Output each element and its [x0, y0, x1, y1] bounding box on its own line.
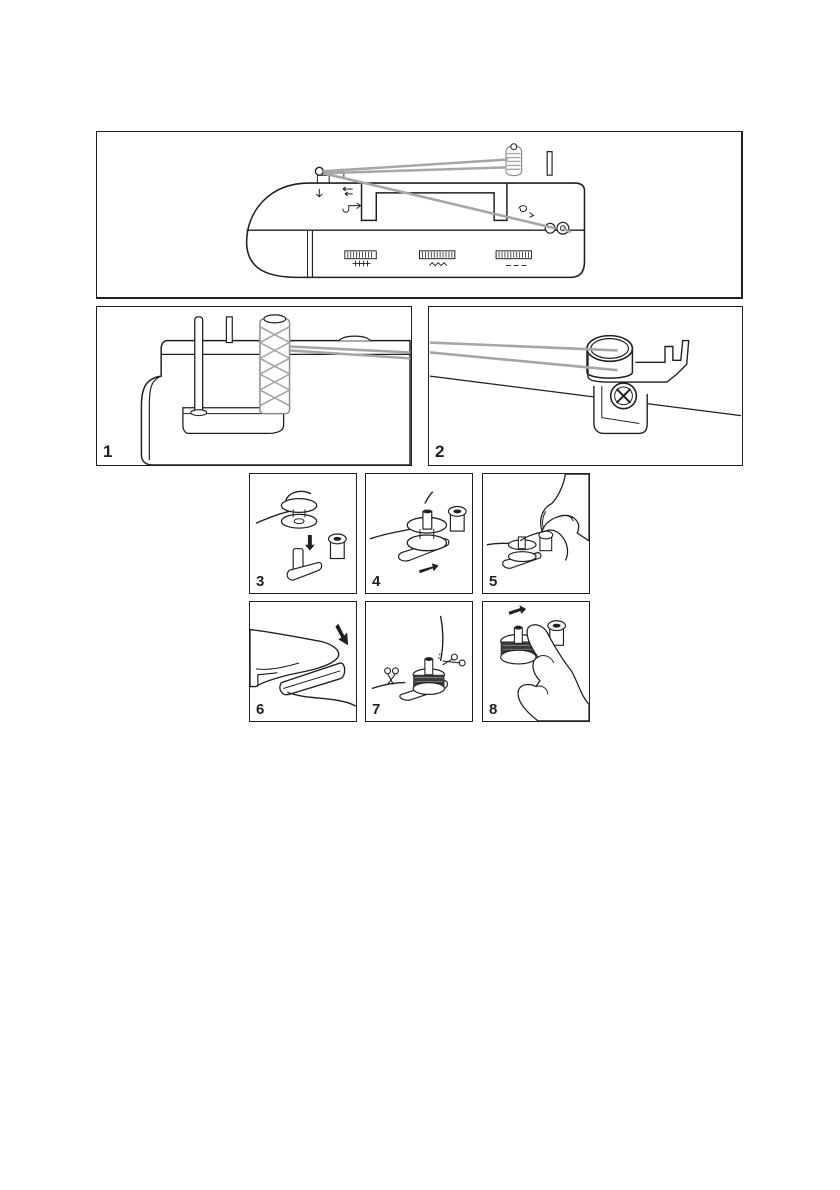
- step-5-panel: 5: [482, 473, 590, 594]
- cut-thread-illustration: [366, 602, 472, 721]
- machine-overview-panel: [96, 131, 743, 299]
- bobbin-on-pin-illustration: [250, 474, 356, 593]
- step-4-panel: 4: [365, 473, 473, 594]
- step-number: 4: [372, 574, 380, 589]
- bobbin-winder-push-illustration: [366, 474, 472, 593]
- step-number: 7: [372, 702, 380, 717]
- remove-bobbin-illustration: [483, 602, 589, 721]
- step-number: 5: [489, 574, 497, 589]
- step-6-panel: 6: [249, 601, 357, 722]
- step-number: 1: [103, 443, 112, 460]
- step-7-panel: 7: [365, 601, 473, 722]
- step-number: 2: [435, 443, 444, 460]
- step-number: 6: [256, 702, 264, 717]
- thread-guide-illustration: [429, 307, 742, 465]
- foot-pedal-illustration: [250, 602, 356, 721]
- step-3-panel: 3: [249, 473, 357, 594]
- step-number: 8: [489, 702, 497, 717]
- step-8-panel: 8: [482, 601, 590, 722]
- spool-pin-illustration: [97, 307, 411, 465]
- step-number: 3: [256, 574, 264, 589]
- hold-thread-end-illustration: [483, 474, 589, 593]
- step-2-panel: 2: [428, 306, 743, 466]
- step-1-panel: 1: [96, 306, 412, 466]
- sewing-machine-top-illustration: [97, 132, 741, 297]
